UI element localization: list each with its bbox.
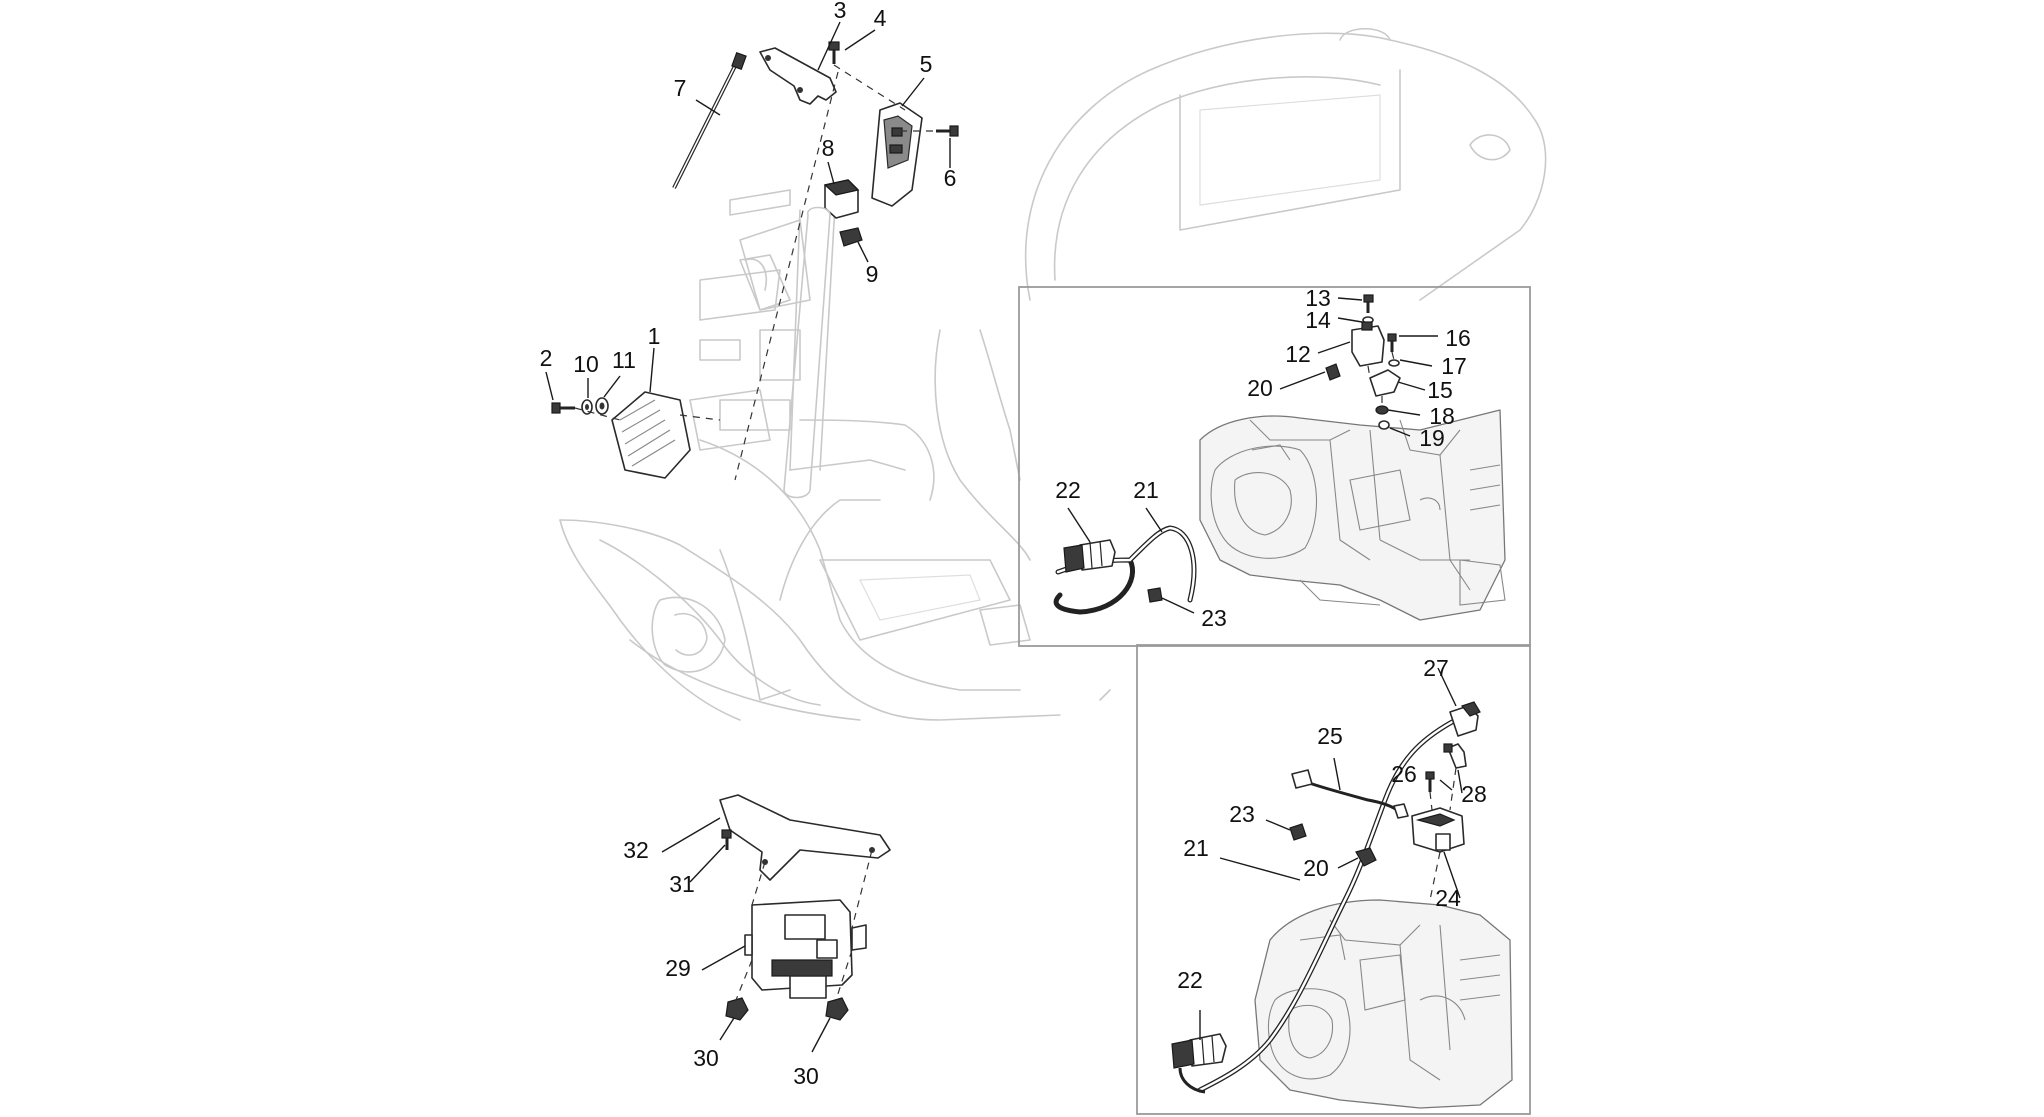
callout-9: 9 xyxy=(866,261,879,287)
callout-29: 29 xyxy=(665,955,691,981)
part-27-cap xyxy=(1449,701,1481,737)
part-23-clip-upper xyxy=(1147,587,1163,603)
part-18-oring xyxy=(1375,405,1389,415)
callout-4: 4 xyxy=(874,5,887,31)
callout-14: 14 xyxy=(1305,307,1331,333)
part-7-rod xyxy=(672,51,747,189)
part-4-screw xyxy=(828,41,840,64)
callout-18: 18 xyxy=(1429,403,1455,429)
callout-5: 5 xyxy=(920,51,933,77)
inset-panel-lower xyxy=(1136,644,1531,1115)
mounting-axes-left xyxy=(574,64,936,1001)
inset-upper-engine xyxy=(1199,409,1506,621)
scooter-body-outline xyxy=(559,28,1547,721)
callout-17: 17 xyxy=(1441,353,1467,379)
callout-32: 32 xyxy=(623,837,649,863)
part-30-nut-right xyxy=(825,997,849,1021)
callout-26: 26 xyxy=(1391,761,1417,787)
callout-16: 16 xyxy=(1445,325,1471,351)
callout-15: 15 xyxy=(1427,377,1453,403)
part-30-nut-left xyxy=(725,997,749,1021)
part-26-screw xyxy=(1425,771,1435,792)
callout-24: 24 xyxy=(1435,885,1461,911)
callout-30-left: 30 xyxy=(693,1045,719,1071)
callout-31: 31 xyxy=(669,871,695,897)
callout-21-lower: 21 xyxy=(1183,835,1209,861)
callout-11: 11 xyxy=(612,347,636,373)
part-1-regulator xyxy=(611,391,691,479)
part-22-connector-lower xyxy=(1171,1033,1227,1094)
part-16-screw xyxy=(1387,333,1397,352)
leader-lines xyxy=(545,21,1463,1053)
callout-23-upper: 23 xyxy=(1201,605,1227,631)
part-6-screw xyxy=(936,125,959,137)
part-15-bracket xyxy=(1369,369,1401,397)
inset-panel-upper xyxy=(1018,286,1531,647)
callout-21-upper: 21 xyxy=(1133,477,1159,503)
part-3-bracket xyxy=(759,47,837,105)
callout-20-lower: 20 xyxy=(1303,855,1329,881)
part-20-clip-lower xyxy=(1355,847,1377,867)
callout-10: 10 xyxy=(573,351,599,377)
part-25-lead xyxy=(1291,769,1409,819)
callout-23-lower: 23 xyxy=(1229,801,1255,827)
part-12-sensor xyxy=(1351,321,1385,367)
part-5-control-unit xyxy=(871,102,923,207)
callout-labels: 1 2 10 11 3 4 5 6 7 8 9 13 14 12 16 17 1… xyxy=(540,0,1487,1089)
part-17-washer xyxy=(1388,359,1400,367)
callout-30-right: 30 xyxy=(793,1063,819,1089)
mounting-axes-upper xyxy=(1367,351,1395,406)
mounting-axes-lower xyxy=(1429,767,1457,901)
part-22-connector-upper xyxy=(1063,539,1116,573)
callout-7: 7 xyxy=(674,75,687,101)
part-23-clip-lower xyxy=(1289,823,1307,841)
part-20-clip-upper xyxy=(1325,363,1341,381)
callout-19: 19 xyxy=(1419,425,1445,451)
steering-column xyxy=(739,206,831,499)
part-9-clip xyxy=(839,227,863,247)
callout-22-upper: 22 xyxy=(1055,477,1081,503)
callout-2: 2 xyxy=(540,345,553,371)
callout-1: 1 xyxy=(648,323,661,349)
callout-27: 27 xyxy=(1423,655,1449,681)
part-19-plug xyxy=(1378,420,1390,430)
part-32-bracket xyxy=(719,794,891,881)
callout-20-upper: 20 xyxy=(1247,375,1273,401)
part-21-cable-lower xyxy=(1197,719,1455,1093)
part-24-coil xyxy=(1411,807,1465,853)
callout-12: 12 xyxy=(1285,341,1311,367)
callout-13: 13 xyxy=(1305,285,1331,311)
callout-3: 3 xyxy=(834,0,847,23)
part-28-plug xyxy=(1443,743,1467,769)
callout-28: 28 xyxy=(1461,781,1487,807)
part-2-screw xyxy=(551,402,575,414)
callout-8: 8 xyxy=(822,135,835,161)
part-31-screw xyxy=(721,829,732,850)
callout-25: 25 xyxy=(1317,723,1343,749)
callout-6: 6 xyxy=(944,165,957,191)
callout-22-lower: 22 xyxy=(1177,967,1203,993)
part-29-ecu xyxy=(744,899,867,999)
part-11-washer xyxy=(595,397,609,415)
part-13-screw xyxy=(1363,294,1374,313)
part-10-washer xyxy=(581,399,593,415)
